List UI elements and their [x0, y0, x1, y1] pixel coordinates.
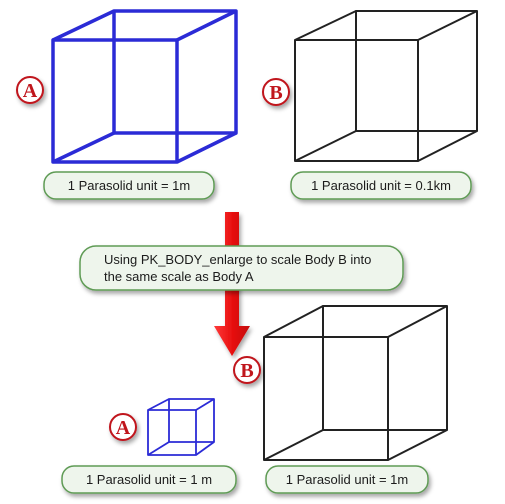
caption-top-a-text: 1 Parasolid unit = 1m: [68, 178, 190, 193]
caption-bottom-a: 1 Parasolid unit = 1 m: [61, 465, 237, 494]
cube-a-large: [51, 9, 238, 164]
badge-top-a: A: [16, 76, 44, 104]
caption-top-b: 1 Parasolid unit = 0.1km: [290, 171, 472, 200]
cube-b-top: [294, 10, 478, 162]
caption-bottom-b: 1 Parasolid unit = 1m: [265, 465, 429, 494]
badge-bottom-b: B: [233, 356, 261, 384]
badge-top-b-label: B: [269, 82, 282, 104]
caption-top-a: 1 Parasolid unit = 1m: [43, 171, 215, 200]
badge-bottom-a-label: A: [116, 417, 131, 439]
caption-top-b-text: 1 Parasolid unit = 0.1km: [311, 178, 451, 193]
badge-top-b: B: [262, 78, 290, 106]
cube-b-bottom: [263, 305, 448, 461]
instruction-callout: Using PK_BODY_enlarge to scale Body B in…: [79, 245, 404, 291]
badge-bottom-a: A: [109, 413, 137, 441]
caption-bottom-b-text: 1 Parasolid unit = 1m: [286, 472, 408, 487]
caption-bottom-a-text: 1 Parasolid unit = 1 m: [86, 472, 212, 487]
badge-top-a-label: A: [23, 80, 38, 102]
badge-bottom-b-label: B: [240, 360, 253, 382]
cube-a-small: [147, 398, 215, 456]
instruction-line-1: Using PK_BODY_enlarge to scale Body B in…: [104, 252, 371, 267]
instruction-line-2: the same scale as Body A: [104, 269, 254, 284]
